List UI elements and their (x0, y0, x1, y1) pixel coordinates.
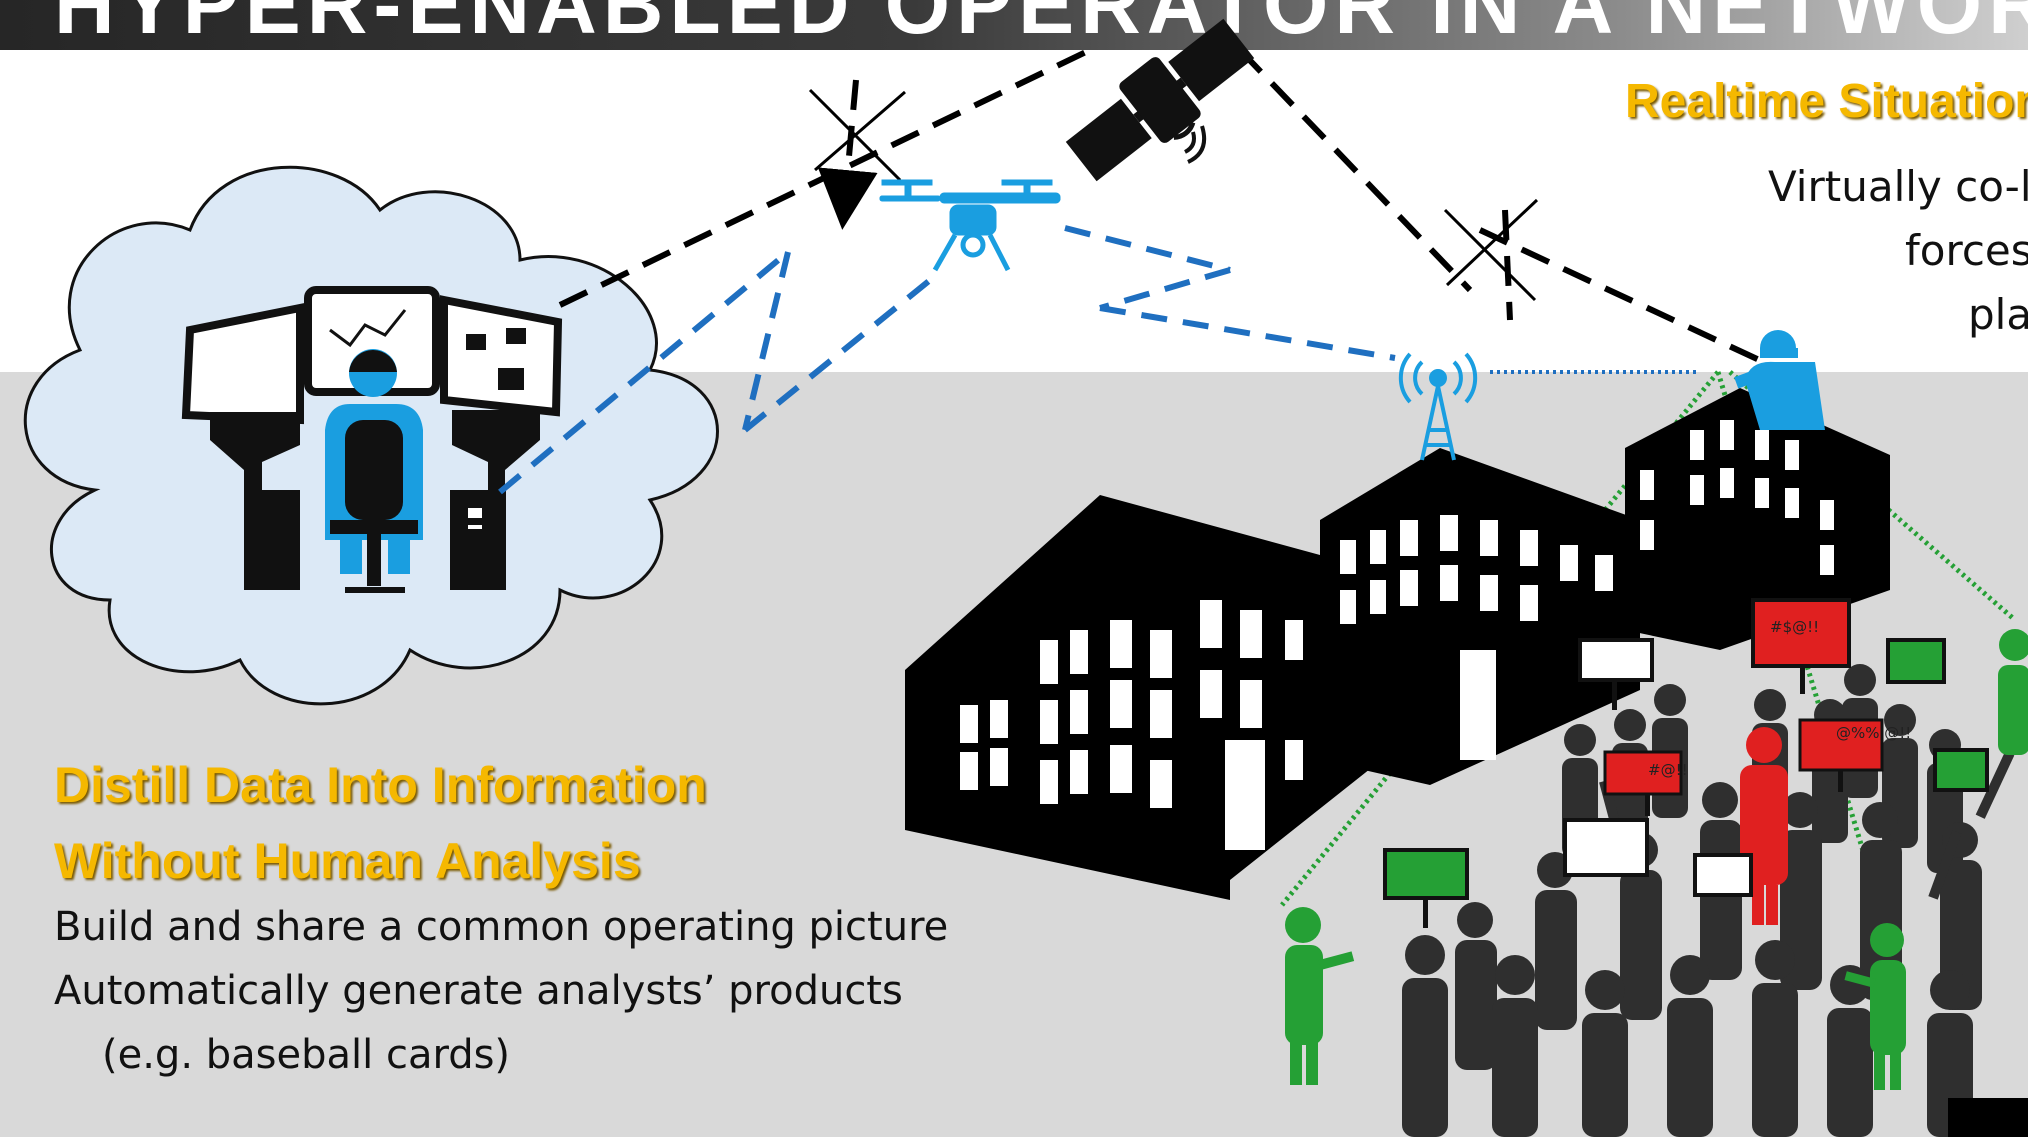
sign-text-2: #@!! (1648, 761, 1688, 779)
title-bar: HYPER-ENABLED OPERATOR IN A NETWORKED OP… (0, 0, 2028, 50)
left-heading-line-1: Distill Data Into Information (54, 757, 707, 813)
satellite-icon (1065, 18, 1255, 182)
left-bullet-2-cont: (e.g. baseball cards) (102, 1032, 511, 1078)
right-heading: Realtime Situational Awareness (1625, 75, 2028, 128)
friendly-soldier-middle (1844, 923, 1906, 1090)
slide-number-box (1948, 1098, 2028, 1137)
jamming-x-icon (808, 88, 1539, 302)
sign-text-3: @%% @!! (1836, 724, 1911, 742)
left-heading-line-2: Without Human Analysis (54, 833, 641, 889)
left-bullet-2: Automatically generate analysts’ product… (54, 968, 903, 1014)
radio-tower-icon (1398, 352, 1478, 461)
right-line-3: platforms (1968, 290, 2028, 339)
left-bullet-1: Build and share a common operating pictu… (54, 904, 949, 950)
protester-sign-icon (1383, 598, 1989, 928)
buildings-icon (905, 388, 1890, 900)
right-line-2: forces (1905, 226, 2028, 275)
drone-icon (879, 179, 1061, 272)
operator-workstation-icon (181, 286, 563, 593)
sign-text-1: #$@!! (1770, 618, 1819, 636)
right-line-1: Virtually co-locate (1768, 162, 2028, 211)
friendly-soldier-left (1285, 907, 1355, 1085)
drone-links (498, 225, 1396, 495)
signal-waves (1184, 125, 1207, 164)
soldier-icon (1734, 330, 1825, 430)
friendly-soldier-right (1998, 629, 2028, 755)
slide-title: HYPER-ENABLED OPERATOR IN A NETWORKED OP… (54, 0, 2028, 50)
